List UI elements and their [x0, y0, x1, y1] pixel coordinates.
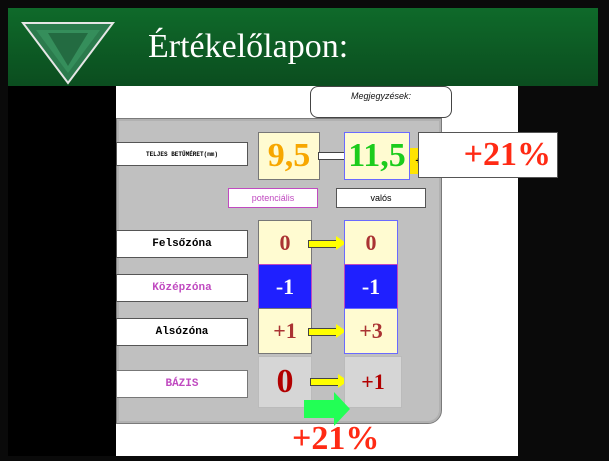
potential-base: 0: [258, 356, 312, 408]
notes-box: Megjegyzések:: [310, 86, 452, 118]
row-label-base: BÁZIS: [116, 370, 248, 398]
row-label-lower-zone: Alsózóna: [116, 318, 248, 346]
row-label-upper-zone: Felsőzóna: [116, 230, 248, 258]
actual-base: +1: [344, 356, 402, 408]
arrow-right-icon: [308, 236, 346, 250]
column-label-potential: potenciális: [228, 188, 318, 208]
row-label-middle-zone: Középzóna: [116, 274, 248, 302]
notes-label: Megjegyzések:: [350, 91, 412, 101]
potential-lower-zone: +1: [258, 308, 312, 354]
sidebar-area: [8, 86, 116, 456]
actual-middle-zone: -1: [344, 264, 398, 310]
actual-lower-zone: +3: [344, 308, 398, 354]
triangle-logo-icon: [21, 22, 115, 85]
slide-header: Értékelőlapon:: [8, 8, 598, 86]
arrow-right-icon: [308, 324, 346, 338]
potential-upper-zone: 0: [258, 220, 312, 266]
potential-middle-zone: -1: [258, 264, 312, 310]
page-title: Értékelőlapon:: [148, 28, 349, 65]
arrow-right-icon: [310, 374, 348, 388]
potential-total-size: 9,5: [258, 132, 320, 180]
column-label-actual: valós: [336, 188, 426, 208]
base-change-percent: +21%: [292, 420, 380, 457]
actual-total-size: 11,5: [344, 132, 410, 180]
actual-upper-zone: 0: [344, 220, 398, 266]
green-arrow-icon: [304, 392, 350, 426]
total-change-percent: +21%: [418, 132, 558, 178]
row-label-total-size: TELJES BETŰMÉRET(mm): [116, 142, 248, 166]
